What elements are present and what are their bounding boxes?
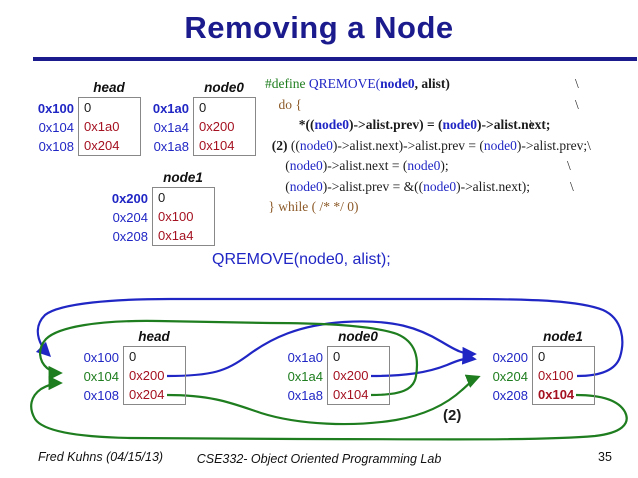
table-title: node0	[338, 329, 378, 344]
address-label: 0x200	[111, 190, 148, 206]
footer-course: CSE332- Object Oriented Programming Lab	[196, 452, 442, 466]
address-label: 0x1a4	[287, 368, 323, 384]
memory-table-head-diagram: head 0x100 0x104 0x108 0 0x200 0x204	[73, 329, 187, 405]
footer-page-number: 35	[598, 450, 612, 464]
code-line: *((node0)->alist.prev) = (node0)->alist.…	[265, 117, 551, 132]
memory-value: 0x200	[199, 119, 235, 134]
address-label: 0x208	[112, 228, 148, 244]
memory-value: 0x200	[129, 368, 165, 383]
memory-value: 0x100	[538, 368, 574, 383]
table-title: node1	[163, 170, 203, 185]
address-label: 0x1a8	[287, 387, 323, 403]
memory-value: 0	[333, 349, 341, 364]
address-label: 0x108	[83, 387, 119, 403]
memory-value: 0x104	[538, 387, 575, 402]
memory-value: 0x1a4	[158, 228, 194, 243]
memory-table-head-top: head 0x100 0x104 0x108 0 0x1a0 0x204	[28, 80, 142, 156]
code-line: } while ( /* */ 0)	[265, 199, 359, 214]
title-underline	[33, 57, 637, 61]
table-title: node0	[204, 80, 244, 95]
table-title: head	[93, 80, 125, 95]
table-title: head	[138, 329, 170, 344]
address-label: 0x1a8	[153, 138, 189, 154]
address-label: 0x104	[38, 119, 74, 135]
footer-author: Fred Kuhns (04/15/13)	[38, 450, 164, 464]
table-title: node1	[543, 329, 583, 344]
address-label: 0x208	[492, 387, 528, 403]
memory-value: 0x100	[158, 209, 194, 224]
memory-table-node0-diagram: node0 0x1a0 0x1a4 0x1a8 0 0x200 0x104	[277, 329, 391, 405]
address-label: 0x100	[37, 100, 74, 116]
slide-footer: Fred Kuhns (04/15/13) CSE332- Object Ori…	[0, 450, 638, 470]
memory-value: 0x104	[333, 387, 369, 402]
code-line: #define QREMOVE(node0, alist)\	[265, 76, 579, 91]
address-label: 0x204	[492, 368, 528, 384]
memory-value: 0x204	[84, 138, 120, 153]
page-title: Removing a Node	[184, 10, 454, 45]
address-label: 0x100	[83, 349, 119, 365]
memory-table-node0-top: node0 0x1a0 0x1a4 0x1a8 0 0x200 0x104	[143, 80, 257, 156]
memory-value: 0	[84, 100, 92, 115]
memory-value: 0	[199, 100, 207, 115]
memory-value: 0x204	[129, 387, 165, 402]
address-label: 0x204	[112, 209, 148, 225]
step-2-label: (2)	[443, 407, 462, 424]
code-block: #define QREMOVE(node0, alist)\ do {\ *((…	[265, 74, 633, 218]
memory-table-node1-diagram: node1 0x200 0x204 0x208 0 0x100 0x104	[482, 329, 596, 405]
memory-value: 0	[538, 349, 546, 364]
memory-value: 0x200	[333, 368, 369, 383]
code-line: (2) ((node0)->alist.next)->alist.prev = …	[265, 137, 591, 153]
address-label: 0x108	[38, 138, 74, 154]
code-line: (node0)->alist.next = (node0);\	[265, 158, 571, 173]
address-label: 0x104	[83, 368, 119, 384]
code-line: (node0)->alist.prev = &((node0)->alist.n…	[265, 178, 574, 194]
address-label: 0x1a0	[287, 349, 323, 365]
code-line: do {\	[265, 96, 579, 112]
memory-value: 0	[129, 349, 137, 364]
memory-value: 0x1a0	[84, 119, 120, 134]
memory-value: 0x104	[199, 138, 235, 153]
address-label: 0x200	[492, 349, 528, 365]
address-label: 0x1a0	[152, 100, 189, 116]
address-label: 0x1a4	[153, 119, 189, 135]
memory-table-node1-top: node1 0x200 0x204 0x208 0 0x100 0x1a4	[102, 170, 216, 246]
memory-value: 0	[158, 190, 166, 205]
macro-call-statement: QREMOVE(node0, alist);	[212, 251, 391, 268]
